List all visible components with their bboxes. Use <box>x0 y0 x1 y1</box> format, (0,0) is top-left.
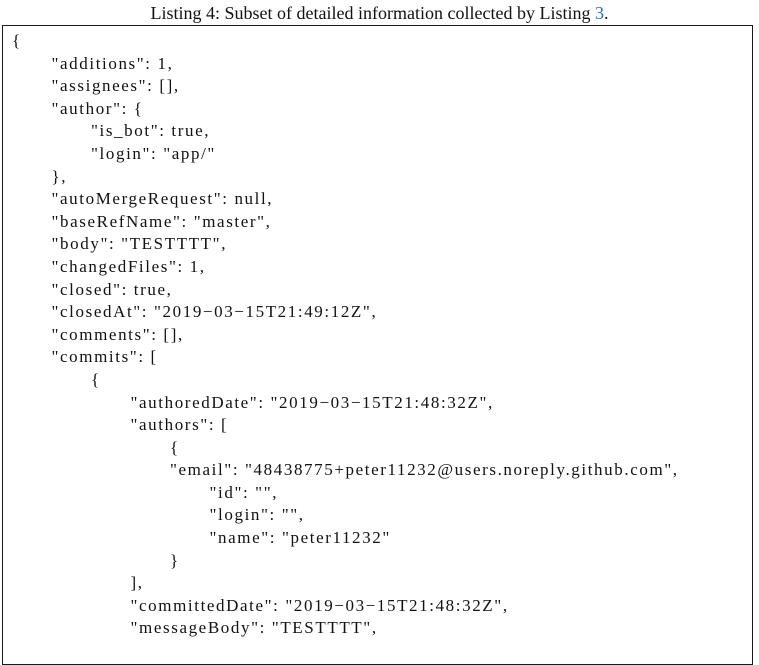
code-line: "changedFiles": 1, <box>51 256 206 276</box>
code-line: { <box>170 437 180 457</box>
code-line: } <box>170 550 180 570</box>
code-line: "id": "", <box>209 482 279 502</box>
code-line: "is_bot": true, <box>91 121 211 141</box>
code-listing: { "additions": 1, "assignees": [],"author"… <box>12 30 752 640</box>
code-line: { <box>12 31 22 50</box>
listing-caption: Listing 4: Subset of detailed informatio… <box>0 2 759 24</box>
code-line: "committedDate": "2019−03−15T21:48:32Z", <box>130 595 509 615</box>
code-line: { <box>91 369 101 389</box>
code-line: "authors": [ <box>130 415 229 435</box>
code-line: "authoredDate": "2019−03−15T21:48:32Z", <box>130 392 494 412</box>
code-line: "closedAt": "2019−03−15T21:49:12Z", <box>51 302 378 322</box>
caption-suffix: . <box>603 3 609 23</box>
code-line: "assignees": [], <box>51 76 180 96</box>
listing-reference-link[interactable]: 3 <box>594 3 604 23</box>
code-line: "commits": [ <box>51 347 158 367</box>
code-line: }, <box>51 166 68 186</box>
code-line: "messageBody": "TESTTTT", <box>130 618 378 638</box>
code-line: "closed": true, <box>51 279 173 299</box>
code-line: "email": "48438775+peter11232@users.nore… <box>170 460 679 480</box>
code-line: "body": "TESTTTT", <box>51 234 228 254</box>
code-line: "author": { <box>51 98 144 118</box>
caption-prefix: Listing 4: Subset of detailed informatio… <box>150 3 595 23</box>
code-line: "login": "", <box>209 505 305 525</box>
code-line: "additions": 1, <box>51 53 174 73</box>
code-line: "baseRefName": "master", <box>51 211 272 231</box>
code-line: "name": "peter11232" <box>209 528 391 548</box>
code-line: "login": "app/" <box>91 143 216 163</box>
code-line: "comments": [], <box>51 324 184 344</box>
code-line: ], <box>130 573 144 593</box>
code-line: "autoMergeRequest": null, <box>51 189 274 209</box>
